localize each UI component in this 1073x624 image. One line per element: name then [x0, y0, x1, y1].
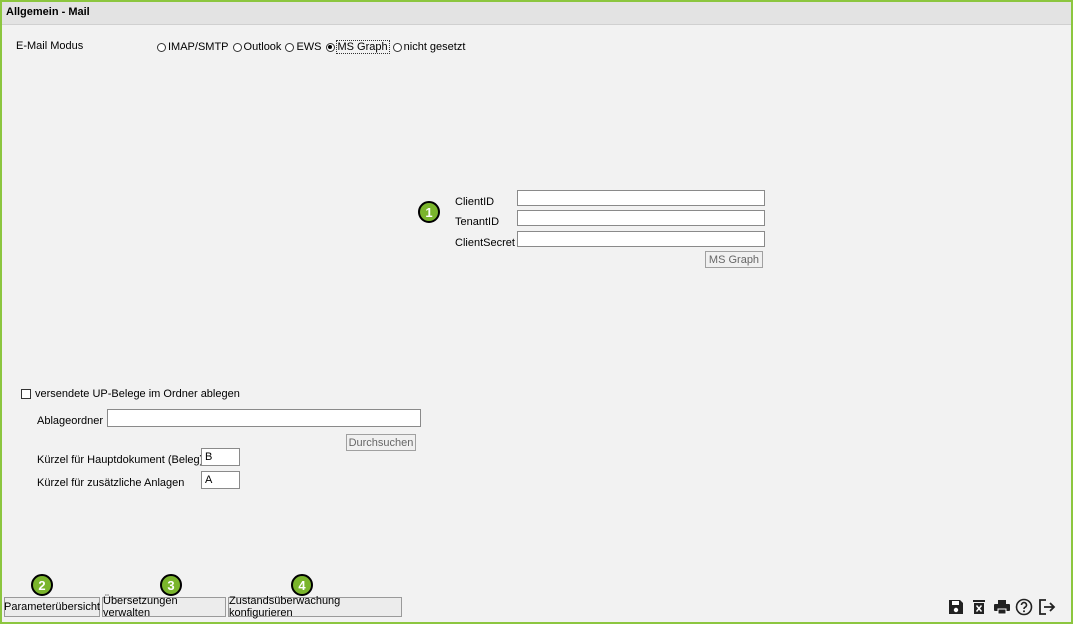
client-id-label: ClientID	[455, 196, 495, 208]
main-doc-abbrev-label: Kürzel für Hauptdokument (Beleg)	[37, 454, 204, 466]
configure-monitoring-button[interactable]: Zustandsüberwachung konfigurieren	[228, 595, 402, 619]
folder-input[interactable]	[107, 409, 421, 427]
radio-button-icon	[157, 42, 166, 52]
panel-titlebar: Allgemein - Mail	[2, 2, 1071, 25]
callout-badge-3: 3	[160, 574, 182, 596]
client-id-input[interactable]	[517, 190, 765, 206]
callout-badge-1: 1	[418, 201, 440, 223]
tenant-id-input[interactable]	[517, 210, 765, 226]
radio-ews[interactable]: EWS	[285, 41, 322, 53]
page-title: Allgemein - Mail	[6, 6, 90, 18]
email-mode-radio-group: IMAP/SMTP Outlook EWS MS Graph nicht ges…	[157, 40, 469, 54]
radio-nicht-gesetzt[interactable]: nicht gesetzt	[392, 41, 465, 53]
attachments-abbrev-label: Kürzel für zusätzliche Anlagen	[37, 477, 185, 489]
save-icon[interactable]	[947, 598, 965, 616]
manage-translations-button[interactable]: Übersetzungen verwalten	[102, 595, 226, 619]
radio-button-icon	[392, 42, 402, 52]
folder-label: Ablageordner	[37, 415, 104, 427]
client-secret-label: ClientSecret	[455, 237, 515, 249]
radio-button-icon	[285, 42, 295, 52]
exit-icon[interactable]	[1038, 598, 1056, 616]
ms-graph-button[interactable]: MS Graph	[705, 251, 763, 268]
radio-ms-graph[interactable]: MS Graph	[325, 40, 390, 54]
help-icon[interactable]	[1015, 598, 1033, 616]
parameter-overview-button[interactable]: Parameterübersicht	[4, 597, 100, 617]
callout-badge-2: 2	[31, 574, 53, 596]
radio-button-icon	[232, 42, 242, 52]
client-secret-input[interactable]	[517, 231, 765, 247]
tenant-id-label: TenantID	[455, 216, 500, 228]
archive-checkbox[interactable]	[21, 389, 31, 399]
archive-checkbox-label: versendete UP-Belege im Ordner ablegen	[35, 388, 240, 400]
attachments-abbrev-input[interactable]	[201, 471, 240, 489]
main-doc-abbrev-input[interactable]	[201, 448, 240, 466]
callout-badge-4: 4	[291, 574, 313, 596]
radio-outlook[interactable]: Outlook	[232, 41, 281, 53]
email-mode-label: E-Mail Modus	[16, 40, 84, 52]
radio-button-selected-icon	[325, 42, 335, 52]
browse-button[interactable]: Durchsuchen	[346, 434, 416, 451]
radio-imap-smtp[interactable]: IMAP/SMTP	[157, 41, 229, 53]
delete-icon[interactable]	[970, 598, 988, 616]
print-icon[interactable]	[993, 598, 1011, 616]
